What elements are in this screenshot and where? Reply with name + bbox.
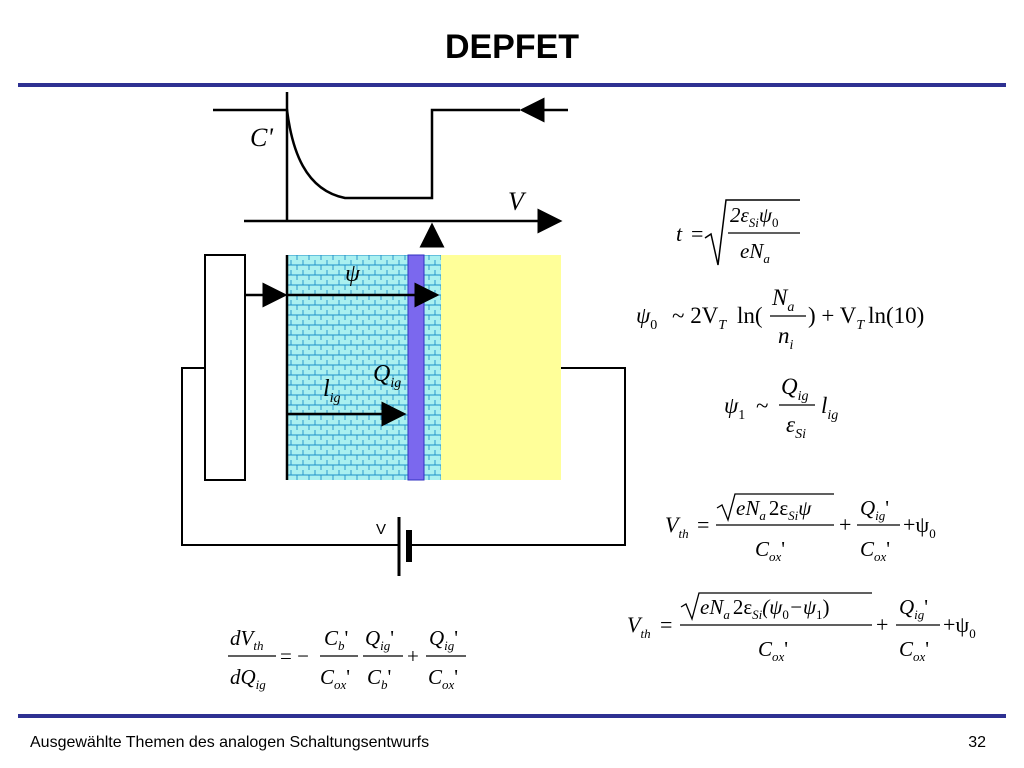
svg-text:Cox': Cox'	[320, 665, 350, 692]
svg-text:Qig: Qig	[781, 374, 809, 404]
svg-text:ln(: ln(	[737, 303, 763, 328]
svg-text:Cox': Cox'	[428, 665, 458, 692]
svg-text:+: +	[407, 644, 419, 668]
svg-text:=: =	[697, 512, 709, 537]
svg-text:Cox': Cox'	[860, 537, 890, 564]
svg-text:+ψ0: +ψ0	[943, 612, 976, 641]
lig-label: lig	[323, 376, 341, 406]
svg-text:Qig': Qig'	[429, 626, 458, 653]
formula-psi1: ψ1 ~ Qig εSi lig	[724, 374, 838, 442]
bias-circuit: V	[181, 367, 626, 576]
svg-text:Cb': Cb'	[324, 626, 348, 653]
svg-text:εSi: εSi	[786, 412, 806, 442]
svg-text:~ 2VT: ~ 2VT	[672, 303, 727, 333]
svg-text:+: +	[876, 612, 888, 637]
voltage-source-box	[204, 254, 246, 481]
formula-depletion-thickness: t = 2εSiψ0 eNa	[676, 199, 800, 266]
svg-text:Cox': Cox'	[755, 537, 785, 564]
svg-text:~: ~	[756, 393, 768, 418]
page-number: 32	[968, 734, 986, 751]
top-divider	[18, 83, 1006, 87]
psi-label: ψ	[345, 261, 361, 287]
svg-text:Vth: Vth	[627, 612, 651, 641]
cv-curve	[213, 108, 520, 200]
svg-text:ψ0: ψ0	[636, 303, 657, 333]
svg-text:Cox': Cox'	[758, 637, 788, 664]
svg-text:ψ1: ψ1	[724, 393, 745, 423]
bottom-divider	[18, 714, 1006, 718]
internal-gate-layer	[407, 254, 425, 481]
cv-curve-plot: C' V	[213, 92, 568, 248]
svg-text:dVth: dVth	[230, 626, 263, 653]
device-cross-section: ψ Qig lig	[204, 254, 561, 481]
svg-text:Qig': Qig'	[365, 626, 394, 653]
depfet-diagram: C' V ψ Qig lig V t = 2εSiψ0 eNa ψ0 ~ 2VT…	[181, 92, 976, 692]
svg-text:+: +	[839, 512, 851, 537]
svg-text:Cox': Cox'	[899, 637, 929, 664]
svg-text:Vth: Vth	[665, 512, 689, 541]
svg-text:eNa: eNa	[740, 239, 770, 266]
formula-dvth-dqig: dVth dQig = − Cb' Cox' Qig' Cb' + Qig' C…	[228, 626, 466, 692]
svg-text:=: =	[691, 221, 703, 246]
qig-label: Qig	[373, 361, 401, 391]
svg-text:lig: lig	[821, 393, 838, 423]
oxide-region	[441, 255, 561, 480]
svg-text:=: =	[660, 612, 672, 637]
svg-text:Na: Na	[771, 285, 794, 315]
footer-course-title: Ausgewählte Themen des analogen Schaltun…	[30, 734, 430, 751]
svg-text:dQig: dQig	[230, 665, 266, 692]
slide-title: DEPFET	[444, 28, 580, 66]
circuit-wire	[181, 367, 626, 546]
svg-text:Cb': Cb'	[367, 665, 391, 692]
svg-text:ni: ni	[778, 323, 794, 353]
svg-text:Qig': Qig'	[899, 595, 928, 622]
svg-text:2εSiψ0: 2εSiψ0	[730, 203, 778, 230]
svg-text:+ψ0: +ψ0	[903, 512, 936, 541]
cv-axis-v-label: V	[508, 187, 527, 216]
svg-text:Qig': Qig'	[860, 496, 889, 523]
battery-label: V	[376, 521, 386, 538]
svg-text:t: t	[676, 221, 683, 246]
cv-axis-c-label: C'	[250, 123, 273, 152]
svg-text:= −: = −	[280, 644, 309, 668]
